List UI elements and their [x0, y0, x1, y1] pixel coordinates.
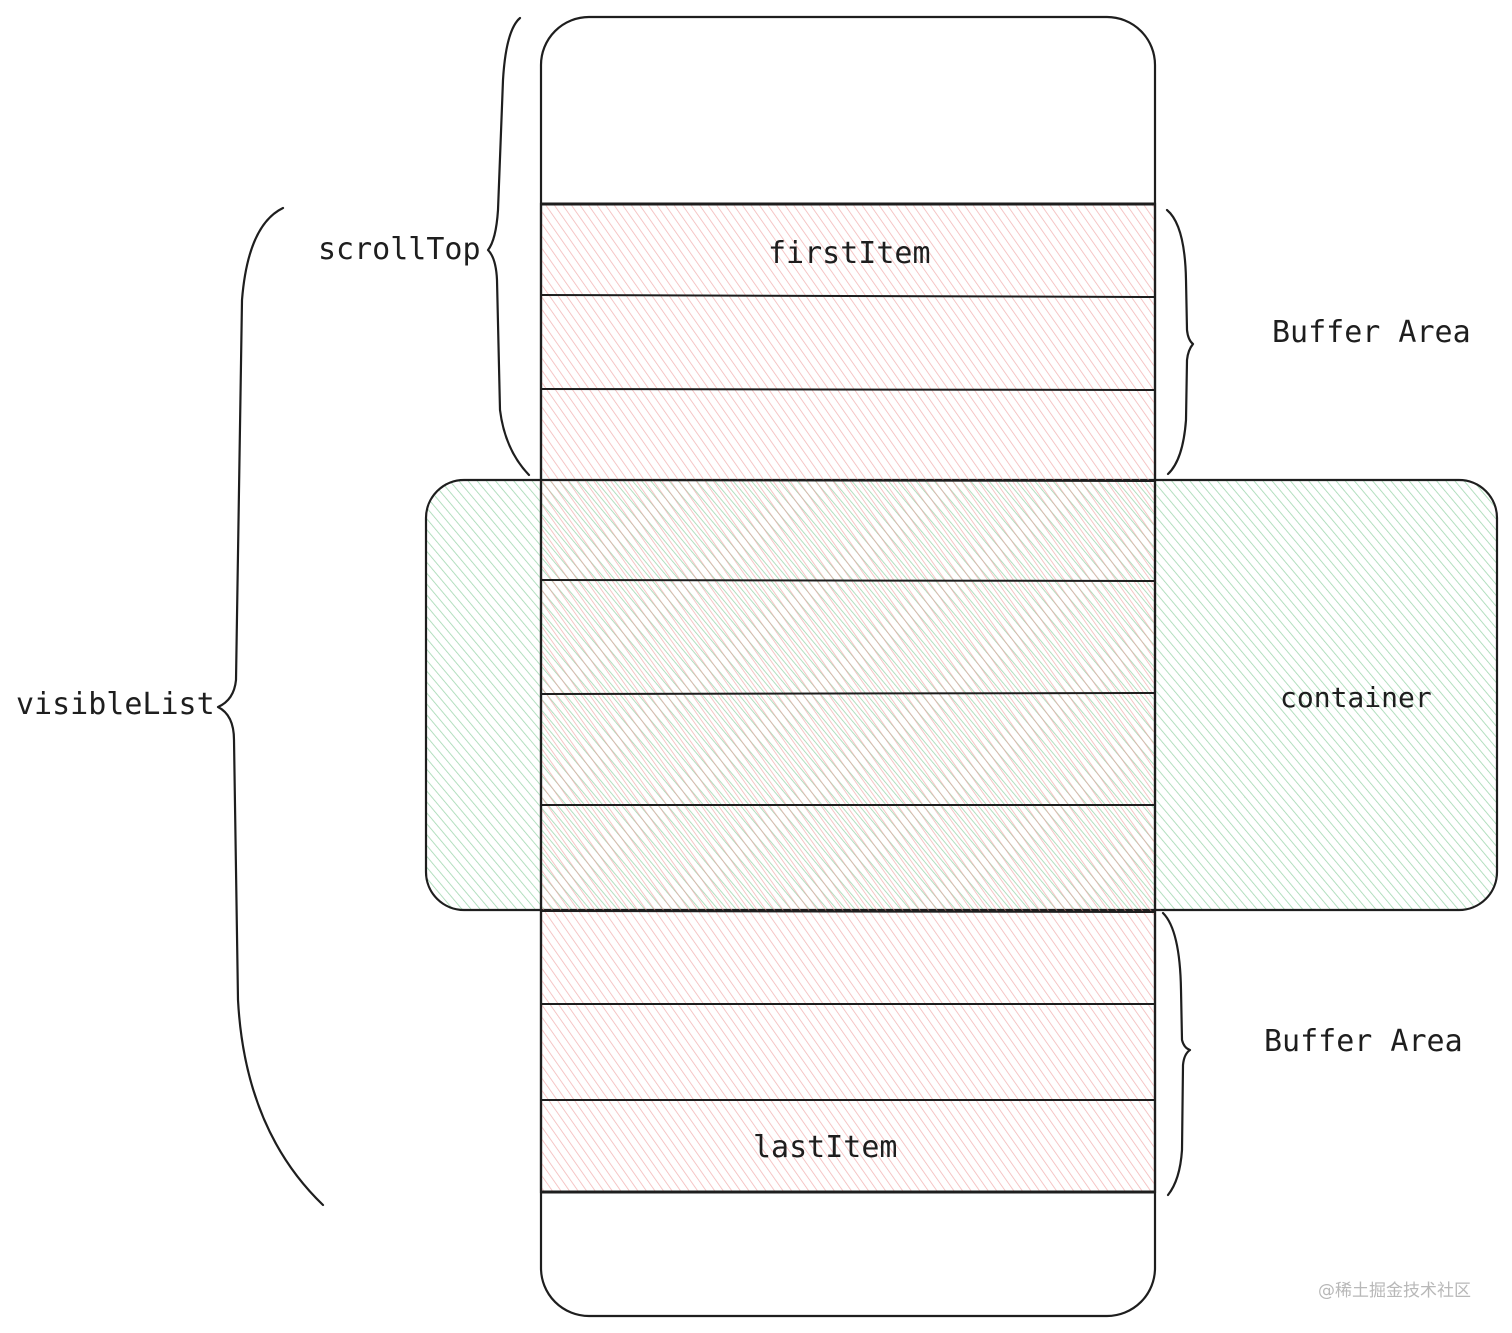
- scrolltop-label: scrollTop: [318, 232, 481, 267]
- container-label: container: [1280, 681, 1432, 714]
- row-line: [540, 910, 1156, 913]
- watermark-text: @稀土掘金技术社区: [1318, 1281, 1471, 1301]
- visiblelist-brace: [216, 206, 325, 1207]
- rendered-list-region: [539, 202, 1157, 1194]
- buffer-area-bottom-label: Buffer Area: [1264, 1024, 1463, 1059]
- row-line: [540, 479, 1156, 482]
- visiblelist-label: visibleList: [16, 687, 215, 722]
- first-item-label: firstItem: [768, 236, 931, 271]
- buffer-bottom-brace: [1161, 911, 1192, 1197]
- item-rows: [540, 202, 1156, 1194]
- buffer-area-top-label: Buffer Area: [1272, 315, 1471, 350]
- row-line: [540, 579, 1156, 582]
- buffer-top-brace: [1165, 208, 1195, 476]
- row-line: [540, 294, 1156, 298]
- last-item-label: lastItem: [753, 1130, 898, 1165]
- row-line: [540, 692, 1156, 695]
- row-line: [540, 388, 1156, 391]
- scrolltop-brace: [486, 16, 531, 477]
